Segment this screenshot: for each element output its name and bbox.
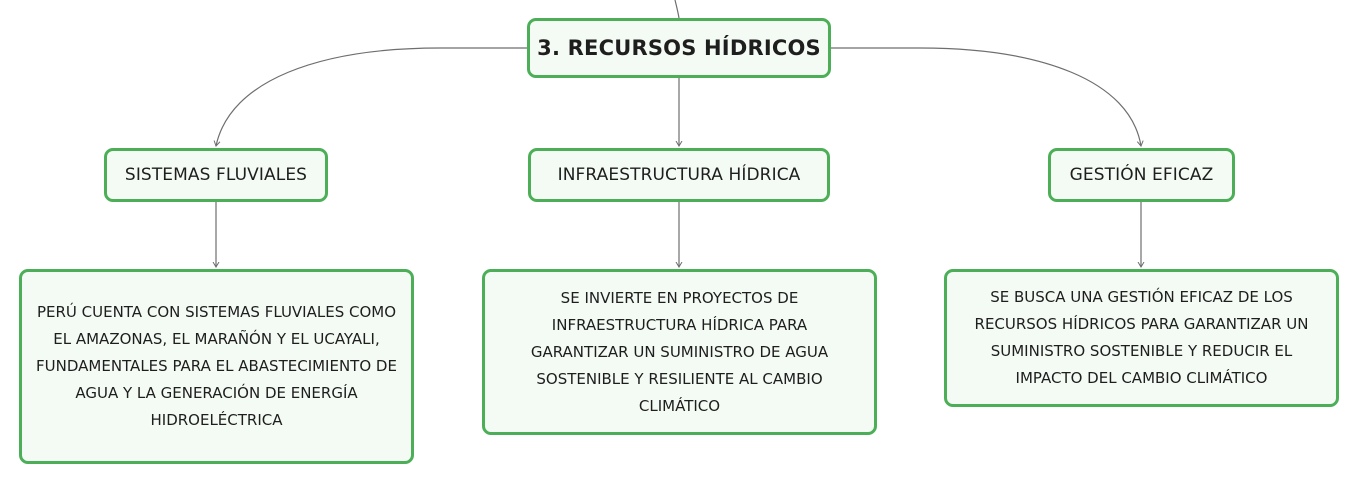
detail-node-text: SE INVIERTE EN PROYECTOS DE INFRAESTRUCT… (530, 288, 829, 415)
detail-node-text: SE BUSCA UNA GESTIÓN EFICAZ DE LOS RECUR… (974, 288, 1309, 387)
topic-node-label: INFRAESTRUCTURA HÍDRICA (557, 165, 801, 185)
topic-node-gestion-eficaz[interactable]: GESTIÓN EFICAZ (1048, 148, 1235, 202)
topic-node-infraestructura-hidrica[interactable]: INFRAESTRUCTURA HÍDRICA (528, 148, 830, 202)
root-node[interactable]: 3. RECURSOS HÍDRICOS (527, 18, 831, 78)
topic-node-label: GESTIÓN EFICAZ (1069, 165, 1214, 185)
connector-root-sistemas (216, 47, 527, 146)
detail-node-text: PERÚ CUENTA CON SISTEMAS FLUVIALES COMO … (36, 303, 397, 429)
topic-node-label: SISTEMAS FLUVIALES (124, 165, 308, 185)
detail-node-infraestructura-hidrica[interactable]: SE INVIERTE EN PROYECTOS DE INFRAESTRUCT… (482, 269, 877, 435)
topic-node-sistemas-fluviales[interactable]: SISTEMAS FLUVIALES (104, 148, 328, 202)
root-node-label: 3. RECURSOS HÍDRICOS (537, 36, 821, 60)
parent-connector (674, 0, 680, 19)
connector-root-gestion (831, 47, 1141, 146)
detail-node-sistemas-fluviales[interactable]: PERÚ CUENTA CON SISTEMAS FLUVIALES COMO … (19, 269, 414, 464)
detail-node-gestion-eficaz[interactable]: SE BUSCA UNA GESTIÓN EFICAZ DE LOS RECUR… (944, 269, 1339, 407)
